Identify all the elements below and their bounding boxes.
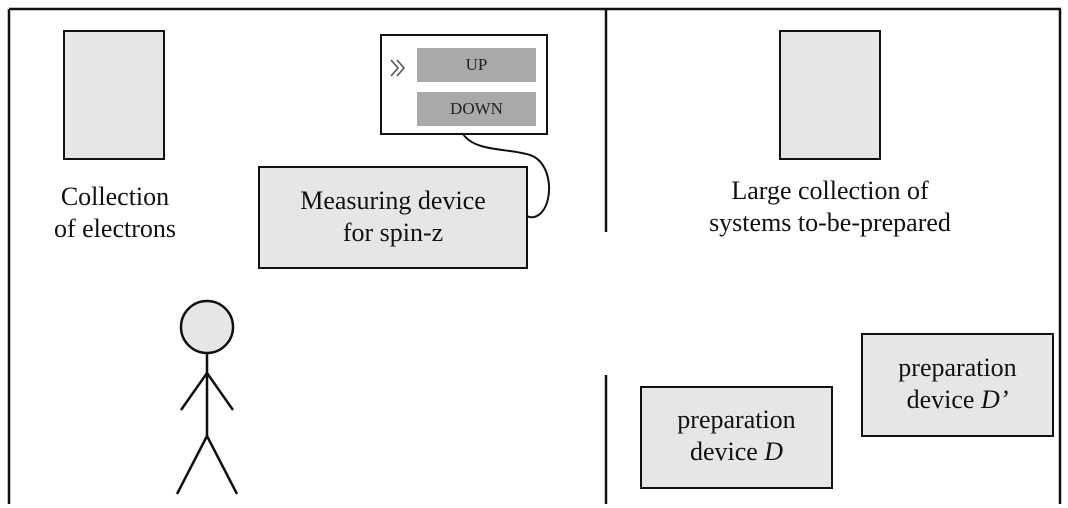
prep-d-prime-var: D’ — [980, 385, 1009, 414]
prep-d-line2: device D — [640, 436, 833, 468]
systems-collection-label: Large collection of systems to-be-prepar… — [680, 175, 980, 239]
prep-d-line1: preparation — [677, 405, 796, 434]
systems-collection-label-line2: systems to-be-prepared — [709, 208, 951, 237]
measuring-device-label: Measuring device for spin-z — [258, 185, 528, 249]
preparation-device-d-prime — [861, 333, 1054, 437]
measuring-device-box — [258, 166, 528, 269]
measurement-readout-panel: UP DOWN — [380, 34, 548, 135]
preparation-device-d — [640, 386, 833, 489]
stick-figure-icon — [175, 299, 239, 495]
systems-collection-label-line1: Large collection of — [731, 176, 929, 205]
prep-d-prime-line1: preparation — [898, 353, 1017, 382]
up-button[interactable]: UP — [417, 48, 536, 82]
prep-d-word: device — [689, 437, 765, 466]
electron-collection-label-line2: of electrons — [53, 214, 176, 243]
electron-collection-label: Collection of electrons — [30, 181, 200, 245]
prep-d-prime-word: device — [906, 385, 981, 414]
double-chevron-right-icon — [390, 59, 406, 77]
measuring-device-label-line1: Measuring device — [300, 186, 486, 215]
prep-d-prime-line2: device D’ — [861, 384, 1054, 416]
electron-collection-box — [63, 30, 165, 160]
systems-collection-box — [779, 30, 881, 160]
electron-collection-label-line1: Collection — [60, 182, 170, 211]
preparation-device-d-prime-label: preparation device D’ — [861, 352, 1054, 416]
measuring-device-label-line2: for spin-z — [342, 218, 444, 247]
prep-d-var: D — [764, 437, 784, 466]
down-button[interactable]: DOWN — [417, 92, 536, 126]
preparation-device-d-label: preparation device D — [640, 404, 833, 468]
